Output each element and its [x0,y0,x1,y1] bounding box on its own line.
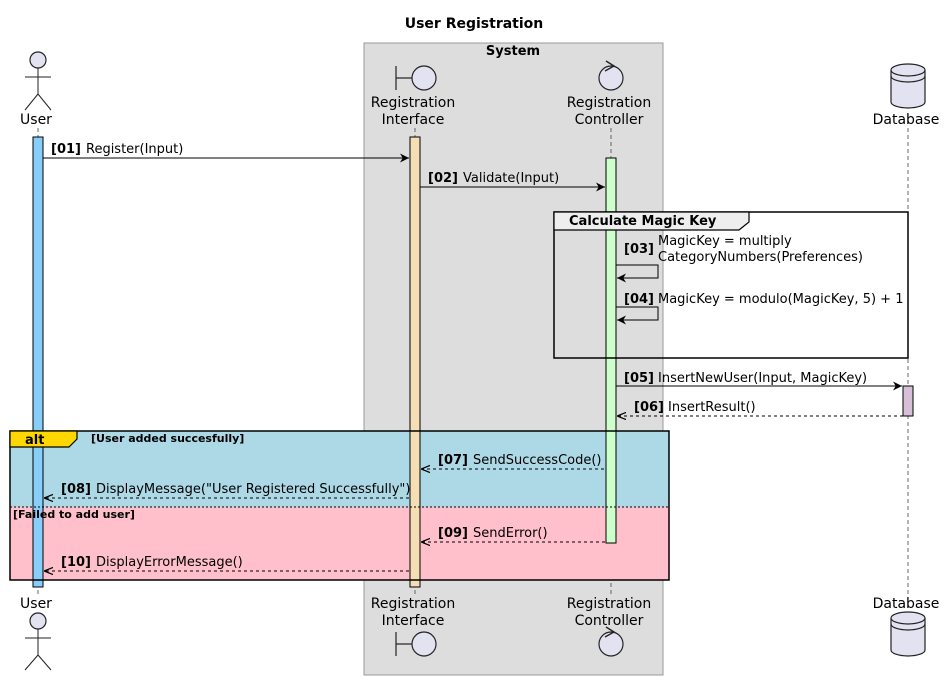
database-icon [890,63,926,109]
message-text-08: DisplayMessage("User Registered Successf… [96,482,410,497]
group-label-tab [553,211,750,231]
participant-database-bottom: Database [873,596,940,612]
participant-database-top: Database [873,112,940,128]
message-text-01: Register(Input) [86,142,183,157]
message-number-05: [05] [624,371,654,386]
message-text-02: Validate(Input) [463,171,559,186]
message-number-06: [06] [634,400,664,415]
message-text-06: InsertResult() [668,400,756,415]
message-number-07: [07] [438,453,468,468]
alt-condition-failure: [Failed to add user] [13,508,135,521]
message-arrow-03 [616,264,659,283]
message-text-10: DisplayErrorMessage() [96,555,243,570]
participant-interface-top-line1: Registration [371,95,455,111]
alt-section-failure [10,507,669,580]
participant-controller-bottom-line2: Controller [575,613,644,629]
user-actor-bottom-icon [24,612,52,671]
message-text-07: SendSuccessCode() [473,453,602,468]
participant-interface-bottom-line2: Interface [382,613,445,629]
message-number-08: [08] [61,482,91,497]
participant-user-bottom: User [20,596,52,612]
participant-interface-bottom-line1: Registration [371,596,455,612]
diagram-title: User Registration [405,16,544,32]
message-number-02: [02] [428,171,458,186]
alt-frame [9,430,670,581]
participant-controller-top-line1: Registration [567,95,651,111]
message-number-03: [03] [624,242,654,257]
message-number-10: [10] [61,555,91,570]
message-number-09: [09] [438,526,468,541]
message-arrow-04 [616,306,659,325]
control-icon [598,60,624,91]
activation-database [902,385,914,417]
user-actor-icon [24,51,52,111]
activation-controller [605,157,617,544]
message-text-04: MagicKey = modulo(MagicKey, 5) + 1 [658,292,903,307]
alt-keyword-tab [9,430,78,448]
boundary-icon [395,65,437,91]
message-number-04: [04] [624,292,654,307]
control-bottom-icon [598,626,624,657]
participant-controller-top-line2: Controller [575,112,644,128]
message-text-03-line2: CategoryNumbers(Preferences) [658,250,863,265]
message-text-03-line1: MagicKey = multiply [658,234,792,249]
participant-interface-top-line2: Interface [382,112,445,128]
participant-controller-bottom-line1: Registration [567,596,651,612]
alt-condition-success: [User added succesfully] [91,432,244,445]
alt-keyword: alt [25,433,44,448]
participant-user-top: User [20,112,52,128]
activation-interface [409,136,421,588]
message-text-09: SendError() [473,526,548,541]
database-bottom-icon [890,611,926,657]
message-text-05: InsertNewUser(Input, MagicKey) [658,371,867,386]
boundary-bottom-icon [395,631,437,657]
group-label: Calculate Magic Key [569,214,717,229]
message-number-01: [01] [51,142,81,157]
activation-user [32,136,44,588]
system-box-title: System [486,44,540,59]
